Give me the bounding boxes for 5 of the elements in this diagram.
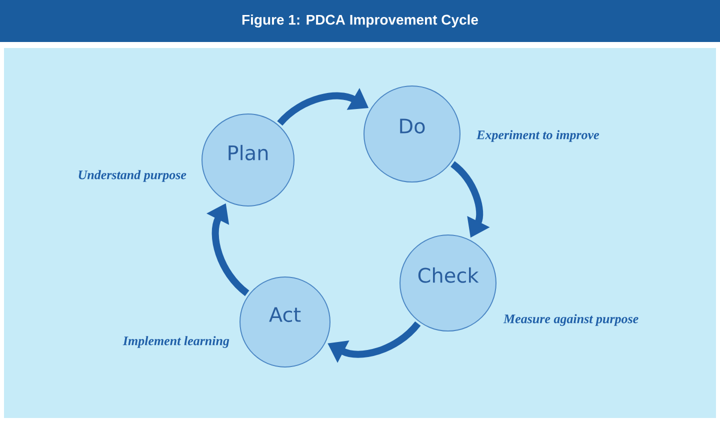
step-caption: Implement learning: [122, 336, 230, 348]
step-caption: Experiment to improve: [476, 130, 600, 142]
step-caption: Understand purpose: [78, 170, 186, 182]
title-bar: Figure 1: PDCA Improvement Cycle: [0, 0, 720, 42]
step-caption: Measure against purpose: [503, 314, 638, 326]
